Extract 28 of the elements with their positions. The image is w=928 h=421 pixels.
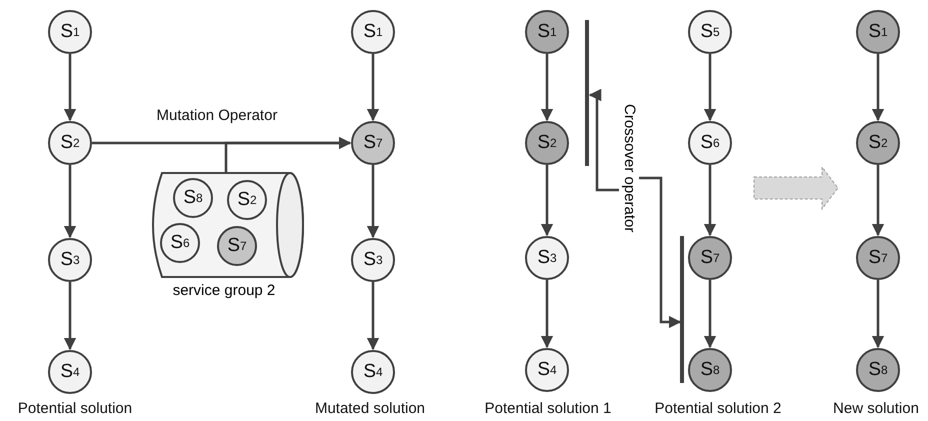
bar-marker <box>680 236 684 383</box>
arrow <box>64 54 76 122</box>
operator-label: Crossover operator <box>619 104 639 232</box>
arrow <box>872 165 884 236</box>
arrow <box>64 165 76 238</box>
column-caption: Mutated solution <box>314 400 426 417</box>
arrow <box>366 165 380 238</box>
column-caption: Potential solution 2 <box>654 400 782 417</box>
arrow <box>704 280 716 348</box>
column-caption: Potential solution 1 <box>484 400 612 417</box>
arrow <box>872 54 884 122</box>
arrow <box>588 88 619 192</box>
column-caption: Potential solution <box>18 400 132 417</box>
column-caption: New solution <box>833 400 919 417</box>
group-label: service group 2 <box>172 282 276 299</box>
arrow <box>64 282 76 350</box>
arrow <box>639 176 682 328</box>
arrow <box>704 165 716 236</box>
arrow <box>540 54 554 122</box>
edge-label: Mutation Operator <box>156 107 278 124</box>
arrow <box>540 165 554 236</box>
arrow <box>704 54 716 122</box>
arrow <box>540 280 554 348</box>
arrow <box>872 280 884 348</box>
bar-marker <box>585 20 589 166</box>
arrow <box>366 54 380 122</box>
arrow <box>366 282 380 350</box>
arrow <box>224 136 352 173</box>
